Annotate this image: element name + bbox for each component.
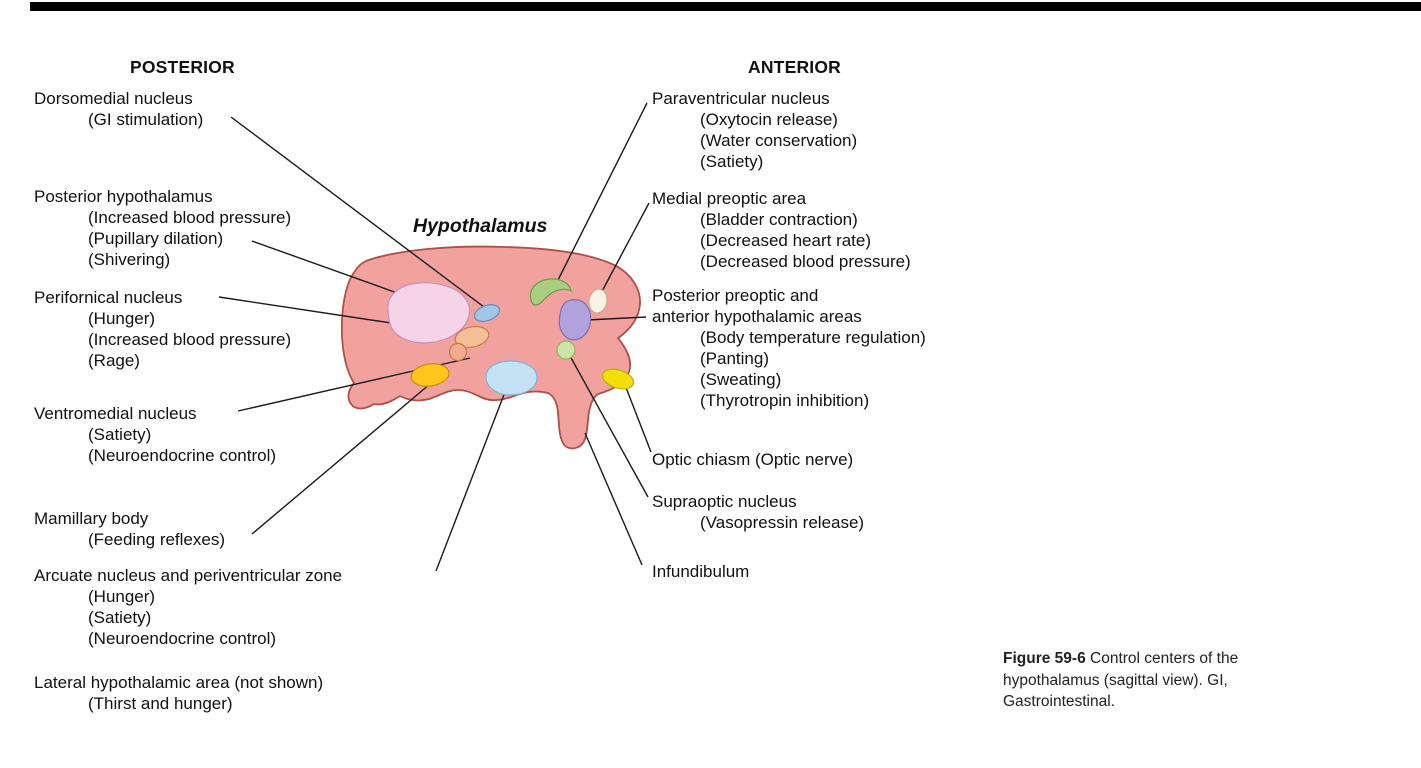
figure-caption: Figure 59-6 Control centers of the hypot… <box>1003 648 1303 713</box>
leader-lines <box>218 102 652 572</box>
hypothalamus-body-shape <box>340 245 641 450</box>
label-title-line2: anterior hypothalamic areas <box>652 307 862 326</box>
label-title: Dorsomedial nucleus <box>34 89 193 108</box>
label-title: Paraventricular nucleus <box>652 89 830 108</box>
label-line: (Neuroendocrine control) <box>88 629 277 648</box>
leader-mamillary <box>251 383 431 535</box>
hypothalamus-title: Hypothalamus <box>413 215 548 237</box>
medial-preoptic-area-blob <box>588 288 608 314</box>
label-paraventricular-nucleus: Paraventricular nucleus (Oxytocin releas… <box>652 88 857 172</box>
label-line: (Bladder contraction) <box>700 210 858 229</box>
label-title: Lateral hypothalamic area (not shown) <box>34 673 324 692</box>
supraoptic-nucleus-blob <box>556 340 576 360</box>
label-line: (Satiety) <box>700 152 764 171</box>
label-lateral-hypothalamic-area: Lateral hypothalamic area (not shown) (T… <box>34 672 323 714</box>
label-line: (Satiety) <box>88 425 152 444</box>
label-line: (Decreased heart rate) <box>700 231 872 250</box>
leader-posterior-preoptic <box>586 316 647 321</box>
leader-paraventricular <box>552 102 648 291</box>
leader-infundibulum <box>584 432 643 566</box>
leader-optic-chiasm <box>624 384 652 453</box>
label-line: (Thirst and hunger) <box>88 694 233 713</box>
optic-chiasm-blob <box>601 368 635 390</box>
label-line: (Rage) <box>88 351 140 370</box>
posterior-hypothalamus-region-blob <box>387 282 471 344</box>
label-title: Arcuate nucleus and periventricular zone <box>34 566 343 585</box>
label-mamillary-body: Mamillary body (Feeding reflexes) <box>34 508 225 550</box>
label-line: (Panting) <box>700 349 769 368</box>
label-perifornical-nucleus: Perifornical nucleus (Hunger) (Increased… <box>34 287 291 371</box>
leader-arcuate <box>435 391 506 572</box>
label-infundibulum: Infundibulum <box>652 561 749 582</box>
label-line: (Pupillary dilation) <box>88 229 224 248</box>
label-supraoptic-nucleus: Supraoptic nucleus (Vasopressin release) <box>652 491 864 533</box>
label-title: Supraoptic nucleus <box>652 492 797 511</box>
mamillary-body-blob <box>410 363 450 387</box>
label-line: (Feeding reflexes) <box>88 530 226 549</box>
label-line: (Shivering) <box>88 250 171 269</box>
label-title: Perifornical nucleus <box>34 288 183 307</box>
label-title: Ventromedial nucleus <box>34 404 197 423</box>
label-posterior-hypothalamus: Posterior hypothalamus (Increased blood … <box>34 186 291 270</box>
label-medial-preoptic-area: Medial preoptic area (Bladder contractio… <box>652 188 911 272</box>
label-title: Infundibulum <box>652 562 750 581</box>
posterior-preoptic-area-blob <box>558 299 592 341</box>
label-line: (Increased blood pressure) <box>88 330 292 349</box>
posterior-header: POSTERIOR <box>130 57 235 77</box>
label-arcuate-nucleus: Arcuate nucleus and periventricular zone… <box>34 565 342 649</box>
figure-number: Figure 59-6 <box>1003 650 1086 667</box>
leader-posterior-hypothalamus <box>251 240 401 295</box>
label-title: Mamillary body <box>34 509 149 528</box>
label-line: (Vasopressin release) <box>700 513 865 532</box>
label-title: Optic chiasm (Optic nerve) <box>652 450 854 469</box>
label-line: (Decreased blood pressure) <box>700 252 911 271</box>
fornix-blob <box>448 342 468 362</box>
paraventricular-nucleus-blob <box>529 278 572 306</box>
label-line: (Neuroendocrine control) <box>88 446 277 465</box>
label-line: (Body temperature regulation) <box>700 328 926 347</box>
top-rule-bar <box>30 2 1421 11</box>
label-title: Posterior hypothalamus <box>34 187 213 206</box>
label-line: (Thyrotropin inhibition) <box>700 391 870 410</box>
label-line: (GI stimulation) <box>88 110 204 129</box>
ventromedial-nucleus-blob <box>485 360 538 396</box>
label-title: Medial preoptic area <box>652 189 807 208</box>
leader-supraoptic <box>569 355 649 498</box>
dorsomedial-nucleus-blob <box>473 304 501 322</box>
label-line: (Increased blood pressure) <box>88 208 292 227</box>
label-line: (Hunger) <box>88 309 156 328</box>
leader-dorsomedial <box>230 116 485 308</box>
label-line: (Oxytocin release) <box>700 110 838 129</box>
label-ventromedial-nucleus: Ventromedial nucleus (Satiety) (Neuroend… <box>34 403 276 466</box>
label-title: Posterior preoptic and <box>652 286 819 305</box>
label-posterior-preoptic-area: Posterior preoptic and anterior hypothal… <box>652 285 926 411</box>
label-line: (Hunger) <box>88 587 156 606</box>
label-dorsomedial-nucleus: Dorsomedial nucleus (GI stimulation) <box>34 88 203 130</box>
label-optic-chiasm: Optic chiasm (Optic nerve) <box>652 449 853 470</box>
caption-text: Control centers of the hypothalamus (sag… <box>1003 650 1239 710</box>
leader-medial-preoptic <box>598 202 650 298</box>
label-line: (Water conservation) <box>700 131 858 150</box>
perifornical-nucleus-blob <box>454 325 490 349</box>
label-line: (Satiety) <box>88 608 152 627</box>
label-line: (Sweating) <box>700 370 782 389</box>
anterior-header: ANTERIOR <box>748 57 841 77</box>
